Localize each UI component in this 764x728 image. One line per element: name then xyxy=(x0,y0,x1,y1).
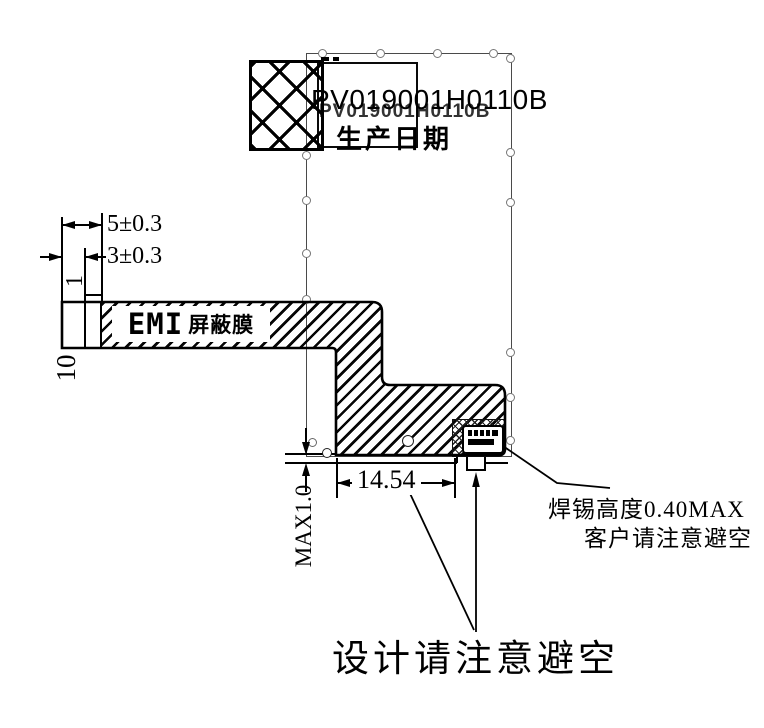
arrowhead-icon xyxy=(85,253,98,261)
arrowhead-icon xyxy=(62,221,75,229)
stiffener-divider xyxy=(84,302,86,347)
part-number-ghost: PV019001H0110B xyxy=(319,101,491,122)
connector-pin xyxy=(474,430,478,436)
panel-notch xyxy=(302,249,311,258)
connector-pin xyxy=(468,439,494,445)
connector-pin xyxy=(486,430,490,436)
dim-3: 3±0.3 xyxy=(107,243,163,269)
panel-notch xyxy=(506,436,515,445)
dimension-line xyxy=(62,224,102,226)
panel-notch xyxy=(376,49,385,58)
break-mark xyxy=(333,57,339,61)
connector-pin xyxy=(492,430,498,436)
dim-max: MAX1.0 xyxy=(291,484,316,568)
extension-line xyxy=(336,458,338,498)
extension-line xyxy=(84,248,86,302)
arrowhead-icon xyxy=(302,442,310,455)
dimension-line xyxy=(85,294,102,296)
crosshatch-square xyxy=(249,60,324,151)
dim-10: 10 xyxy=(50,354,81,382)
production-date-label: 生产日期 xyxy=(336,125,453,154)
panel-notch xyxy=(506,148,515,157)
panel-notch xyxy=(433,49,442,58)
connector-pin xyxy=(480,430,484,436)
panel-notch xyxy=(489,49,498,58)
panel-notch xyxy=(506,393,515,402)
design-note: 设计请注意避空 xyxy=(332,639,619,680)
reference-jog-line xyxy=(456,455,458,463)
fpc-hole xyxy=(402,435,414,447)
connector-pin xyxy=(468,430,472,436)
max-reference-line xyxy=(486,462,508,464)
solder-note-line2: 客户请注意避空 xyxy=(584,526,752,551)
arrowhead-icon xyxy=(302,463,310,476)
dim-5: 5±0.3 xyxy=(107,211,163,237)
max-reference-line xyxy=(285,462,457,464)
panel-notch xyxy=(302,196,311,205)
emi-label-en: EMI xyxy=(127,307,184,341)
emi-label-cn: 屏蔽膜 xyxy=(188,313,255,337)
panel-notch xyxy=(506,348,515,357)
arrowhead-icon xyxy=(49,253,62,261)
solder-note-line1: 焊锡高度0.40MAX xyxy=(548,497,745,522)
dim-1: 1 xyxy=(61,275,88,287)
panel-notch xyxy=(302,151,311,160)
extension-line xyxy=(454,458,456,498)
break-mark xyxy=(321,57,329,61)
extension-line xyxy=(61,217,63,302)
max-arrow-stem xyxy=(305,475,307,492)
fpc-stiffener-section xyxy=(62,303,101,347)
stiffener-divider xyxy=(100,302,102,347)
arrowhead-icon xyxy=(89,221,102,229)
arrowhead-icon xyxy=(442,479,455,487)
panel-notch xyxy=(506,54,515,63)
part-number: PV019001H0110B xyxy=(311,84,548,115)
arrowhead-icon xyxy=(337,479,350,487)
dim-offset: 14.54 xyxy=(352,465,421,495)
panel-notch xyxy=(506,198,515,207)
fpc-hole xyxy=(322,448,332,458)
